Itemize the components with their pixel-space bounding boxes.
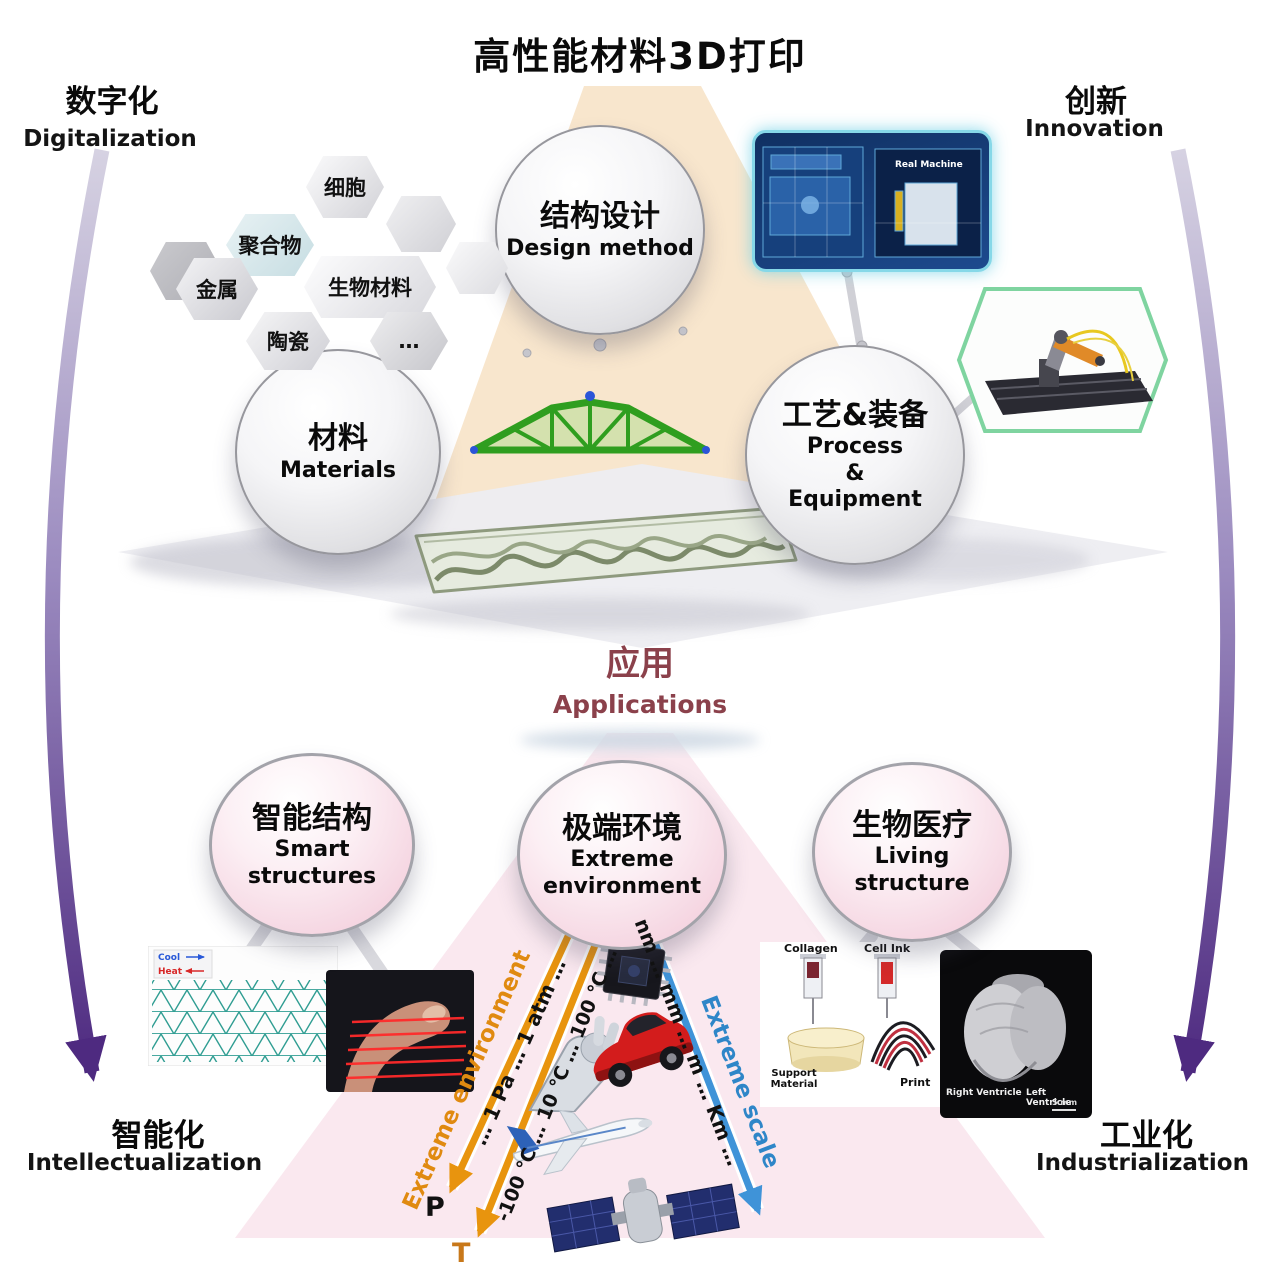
applications-en: Applications — [552, 690, 728, 719]
finger-laser-photo — [326, 970, 474, 1092]
hexagon-more: … — [370, 312, 448, 370]
temperature-axis-tip: T — [452, 1238, 471, 1269]
temperature-axis-arrow — [476, 936, 602, 1238]
hexagon-biomaterials: 生物材料 — [304, 256, 436, 318]
process-zh: 工艺&装备 — [781, 397, 929, 433]
pressure-axis-tip: P — [425, 1192, 445, 1223]
cell-ink-label: Cell Ink — [864, 942, 911, 955]
printing-machine-photo: Real Machine — [752, 130, 992, 272]
hexagon-decorative-3 — [446, 242, 508, 294]
design-method-zh: 结构设计 — [540, 199, 660, 235]
right-ventricle-label: Right Ventricle — [946, 1088, 1022, 1098]
digitalization-to-intellectualization-arrow — [44, 148, 110, 1082]
printing-machine-graphic: Real Machine — [762, 146, 982, 258]
scale-axis-arrow — [648, 933, 763, 1216]
page-title: 高性能材料3D打印 — [473, 35, 807, 78]
extreme-en-1: Extreme — [570, 847, 674, 873]
hexagon-ceramics: 陶瓷 — [246, 312, 330, 370]
hexagon-metal: 金属 — [176, 258, 258, 320]
living-en-2: structure — [854, 870, 970, 896]
living-en-1: Living — [874, 844, 950, 870]
laser-fringe-lines — [345, 1016, 467, 1080]
heat-label: Heat — [158, 967, 183, 977]
topology-optimized-truss — [470, 391, 710, 454]
printed-layers-fan — [870, 1021, 936, 1071]
innovation-to-industrialization-arrow — [1170, 148, 1236, 1082]
hexagon-cells: 细胞 — [306, 156, 384, 218]
bioprinting-graphic — [787, 954, 936, 1072]
printed-heart-image: Right Ventricle Left Ventricle 5 mm — [940, 950, 1092, 1118]
intellectualization-zh: 智能化 — [111, 1118, 205, 1154]
machine-label: Real Machine — [895, 160, 963, 170]
intellectualization-en: Intellectualization — [26, 1150, 263, 1176]
robot-arm-hexagon — [956, 287, 1169, 433]
node-process-equipment: 工艺&装备 Process & Equipment — [745, 345, 965, 565]
support-material-label: Support Material — [770, 1068, 818, 1090]
left-ventricle-label: Left Ventricle — [1026, 1088, 1072, 1108]
cool-label: Cool — [158, 953, 180, 963]
digitalization-en: Digitalization — [23, 126, 197, 152]
materials-en: Materials — [279, 457, 397, 483]
pressure-axis-arrow — [448, 930, 574, 1194]
space-station-image — [539, 1142, 747, 1280]
industrialization-en: Industrialization — [1036, 1150, 1249, 1176]
extreme-zh: 极端环境 — [562, 810, 682, 846]
industrialization-zh: 工业化 — [1100, 1118, 1193, 1154]
node-smart-structures: 智能结构 Smart structures — [209, 753, 415, 937]
bioprinting-image: Collagen Cell Ink Support Material Print — [760, 942, 945, 1107]
extreme-en-2: environment — [542, 873, 702, 899]
collagen-label: Collagen — [784, 942, 838, 955]
hexagon-decorative-2 — [386, 196, 456, 252]
heart-scale-label: 5 mm — [1052, 1098, 1078, 1107]
node-materials: 材料 Materials — [235, 349, 441, 555]
chip-image — [594, 933, 674, 1008]
process-en-1: Process — [806, 434, 904, 460]
living-zh: 生物医疗 — [852, 807, 972, 843]
print-label: Print — [900, 1076, 931, 1089]
metamaterial-lattice-photo: Cool Heat — [148, 946, 338, 1066]
applications-zh: 应用 — [606, 644, 674, 684]
design-method-en: Design method — [506, 235, 694, 261]
digitalization-zh: 数字化 — [65, 84, 159, 120]
node-design-method: 结构设计 Design method — [495, 125, 705, 335]
process-en-2: & — [845, 460, 865, 486]
materials-zh: 材料 — [308, 421, 368, 457]
node-living-structure: 生物医疗 Living structure — [812, 762, 1012, 942]
node-extreme-environment: 极端环境 Extreme environment — [517, 760, 727, 950]
innovation-zh: 创新 — [1065, 84, 1127, 120]
smart-en-2: structures — [247, 863, 377, 889]
car-image — [566, 982, 709, 1109]
smart-en-1: Smart — [274, 837, 350, 863]
printed-heart-graphic — [940, 950, 1092, 1118]
innovation-en: Innovation — [1025, 116, 1164, 142]
applications-cloud — [520, 730, 760, 750]
airplane-image — [501, 1078, 665, 1189]
process-en-3: Equipment — [788, 486, 922, 512]
beam-shadow — [390, 598, 810, 630]
printed-beam-photo — [414, 506, 798, 594]
smart-zh: 智能结构 — [252, 800, 372, 836]
